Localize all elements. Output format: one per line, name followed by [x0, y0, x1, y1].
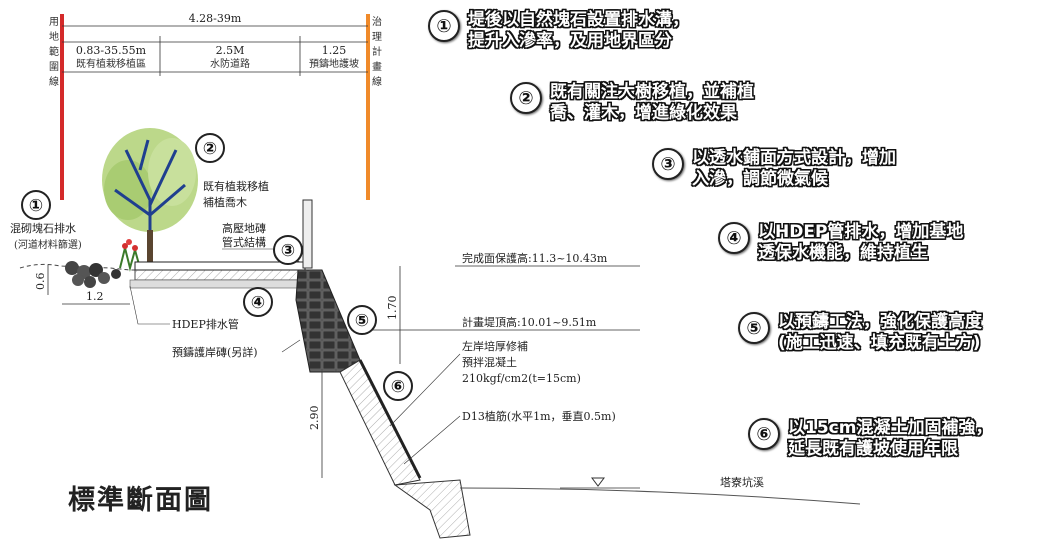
svg-text:畫: 畫 — [372, 60, 382, 73]
hdep-label: HDEP排水管 — [172, 317, 239, 331]
svg-text:⑥: ⑥ — [391, 377, 405, 397]
svg-text:①: ① — [29, 196, 43, 216]
note-4-line-1: 以HDEP管排水，增加基地 — [758, 222, 964, 242]
svg-text:地: 地 — [49, 30, 59, 43]
existing-slope — [339, 359, 421, 486]
marker-3-drawing: ③ — [273, 235, 303, 265]
svg-text:線: 線 — [372, 75, 382, 88]
river-bed — [459, 487, 861, 505]
svg-text:②: ② — [203, 139, 217, 159]
total-width: 4.28-39m — [189, 12, 242, 25]
paving-hatch — [134, 269, 306, 281]
note-1: ① 堤後以自然塊石設置排水溝，提升入滲率，及用地界區分 — [428, 10, 689, 52]
seg-mid-width: 2.5M — [216, 44, 245, 57]
note-2-line-2: 喬、灌木，增進綠化效果 — [550, 103, 737, 123]
rebar-label: D13植筋(水平1m，垂直0.5m) — [462, 409, 616, 423]
svg-text:理: 理 — [372, 31, 382, 43]
rebar-leader — [403, 415, 461, 465]
concrete-facing — [358, 359, 422, 479]
note-1-line-2: 提升入滲率，及用地界區分 — [468, 31, 672, 51]
river-name: 塔寮坑溪 — [720, 475, 764, 489]
svg-text:④: ④ — [251, 293, 265, 313]
seg-right-label: 預鑄地護坡 — [309, 57, 359, 70]
svg-text:治: 治 — [372, 15, 382, 28]
note-6: ⑥ 以15cm混凝土加固補強，延長既有護坡使用年限 — [748, 418, 992, 460]
parapet-post — [302, 199, 313, 269]
seg-right-width: 1.25 — [322, 44, 347, 57]
paving-layer — [134, 261, 306, 271]
marker-2-drawing: ② — [195, 133, 225, 163]
seg-left-width: 0.83-35.55m — [76, 44, 147, 57]
marker-5-drawing: ⑤ — [347, 305, 377, 335]
concrete-label-2: 預拌混凝土 — [462, 355, 517, 369]
dim-1-2: 1.2 — [86, 290, 104, 303]
svg-text:③: ③ — [281, 241, 295, 261]
concrete-leader — [389, 353, 461, 427]
note-5-line-2: (施工迅速、填充既有土方) — [778, 333, 981, 353]
note-2: ② 既有關注大樹移植，並補植喬、灌木，增進綠化效果 — [510, 82, 754, 124]
svg-text:圍: 圍 — [49, 61, 59, 73]
note-6-line-1: 以15cm混凝土加固補強， — [788, 418, 993, 438]
svg-text:用: 用 — [49, 17, 59, 28]
stone-drain-sublabel: (河道材料篩選) — [14, 238, 82, 251]
design-top-label: 計畫堤頂高:10.01~9.51m — [462, 315, 597, 329]
note-4: ④ 以HDEP管排水，增加基地透保水機能，維持植生 — [718, 222, 963, 264]
tree-illustration — [102, 128, 198, 270]
svg-text:線: 線 — [49, 75, 59, 88]
marker-1-drawing: ① — [21, 190, 51, 220]
note-5-line-1: 以預鑄工法，強化保護高度 — [778, 312, 982, 332]
note-5: ⑤ 以預鑄工法，強化保護高度(施工迅速、填充既有土方) — [738, 312, 982, 354]
dim-1-70: 1.70 — [386, 296, 399, 321]
note-6-line-2: 延長既有護坡使用年限 — [788, 439, 958, 459]
note-2-line-1: 既有關注大樹移植，並補植 — [550, 82, 754, 102]
road-base — [129, 279, 306, 289]
toe-footing — [393, 479, 471, 539]
land-boundary-label: 用 地 範 圍 線 — [49, 17, 59, 88]
marker-4-drawing: ④ — [243, 287, 273, 317]
header-dimensions — [62, 25, 368, 76]
note-1-number: ① — [428, 10, 460, 42]
dimension-lines — [47, 265, 401, 478]
seg-mid-label: 水防道路 — [210, 57, 250, 70]
transplant-label-2: 補植喬木 — [203, 195, 247, 209]
marker-6-drawing: ⑥ — [383, 371, 413, 401]
note-1-line-1: 堤後以自然塊石設置排水溝， — [468, 10, 689, 30]
note-3-number: ③ — [652, 148, 684, 180]
shrub-illustration — [119, 239, 141, 272]
note-3-line-1: 以透水鋪面方式設計，增加 — [692, 148, 896, 168]
precast-leader — [281, 339, 301, 353]
note-3: ③ 以透水鋪面方式設計，增加入滲，調節微氣候 — [652, 148, 896, 190]
seg-left-label: 既有植栽移植區 — [76, 57, 146, 70]
concrete-label-3: 210kgf/cm2(t=15cm) — [462, 372, 581, 385]
hdep-leader — [129, 285, 170, 325]
transplant-label-1: 既有植栽移植 — [203, 179, 269, 193]
paving-label-1: 高壓地磚 — [222, 221, 266, 235]
paving-label-2: 管式結構 — [222, 235, 266, 249]
dim-2-90: 2.90 — [308, 406, 321, 431]
svg-text:⑤: ⑤ — [355, 311, 369, 331]
note-4-line-2: 透保水機能，維持植生 — [758, 243, 928, 263]
note-2-number: ② — [510, 82, 542, 114]
note-5-number: ⑤ — [738, 312, 770, 344]
stone-drain — [65, 261, 121, 288]
dim-0-6: 0.6 — [34, 273, 47, 291]
note-3-line-2: 入滲，調節微氣候 — [692, 169, 828, 189]
note-4-number: ④ — [718, 222, 750, 254]
stone-drain-label: 混砌塊石排水 — [10, 221, 76, 235]
note-6-number: ⑥ — [748, 418, 780, 450]
water-level-mark — [591, 477, 605, 487]
plan-boundary-label: 治 理 計 畫 線 — [372, 15, 382, 88]
concrete-label-1: 左岸培厚修補 — [462, 339, 528, 353]
diagram-title: 標準斷面圖 — [68, 485, 213, 516]
precast-label: 預鑄護岸磚(另詳) — [172, 345, 258, 359]
svg-text:計: 計 — [372, 45, 382, 58]
svg-text:範: 範 — [49, 45, 59, 58]
finish-height-label: 完成面保護高:11.3~10.43m — [462, 251, 608, 265]
